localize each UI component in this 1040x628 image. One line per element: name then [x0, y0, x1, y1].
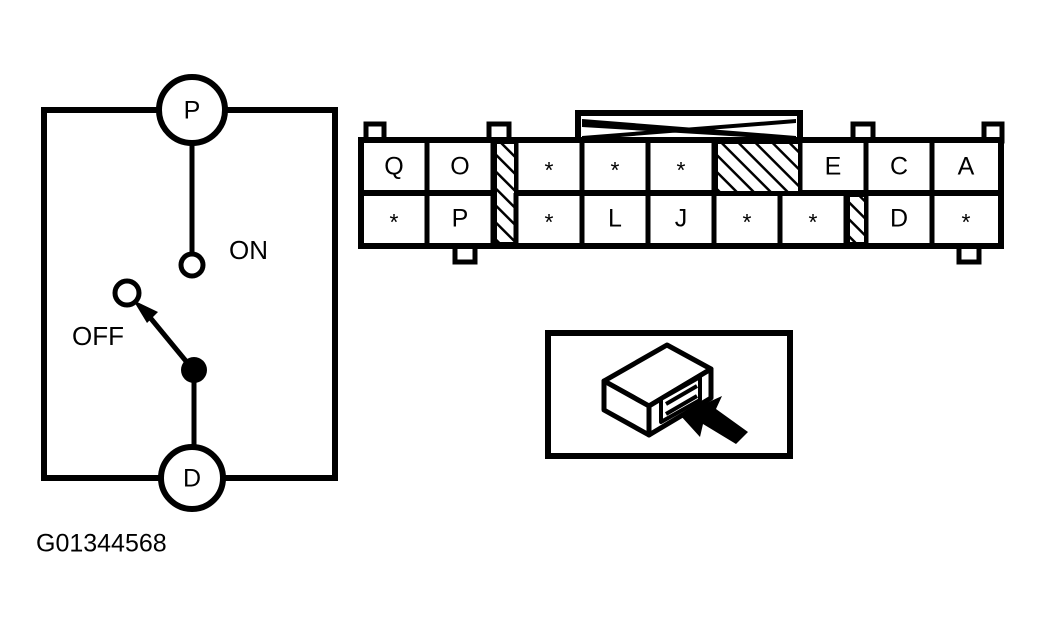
off-state-label: OFF: [72, 321, 124, 351]
pin-cell-bottom-star-3: *: [743, 209, 752, 235]
switch-circuit-frame: [41, 107, 338, 481]
d-node-circle: [158, 444, 226, 512]
switch-pivot: [181, 357, 207, 383]
off-terminal: [112, 278, 142, 308]
switch-blade: [133, 300, 192, 368]
pin-cell-bottom-star-1: *: [390, 209, 399, 235]
connector-icon-panel: [545, 330, 793, 459]
d-node-label: D: [183, 465, 201, 493]
p-node-label: P: [184, 97, 201, 125]
pin-cell-bottom-star-4: *: [809, 209, 818, 235]
pin-cell-a: A: [958, 153, 975, 181]
on-state-label: ON: [229, 235, 268, 265]
p-node-circle: [156, 74, 228, 146]
pin-cell-top-star-1: *: [545, 157, 554, 183]
pin-cell-p: P: [452, 205, 469, 233]
pin-cell-c: C: [890, 153, 908, 181]
pin-cell-j: J: [675, 205, 688, 233]
on-terminal: [178, 251, 206, 279]
pin-cell-top-star-2: *: [611, 157, 620, 183]
blocked-cell-narrow-right: [846, 193, 868, 246]
pin-cell-bottom-star-2: *: [545, 209, 554, 235]
connector-row-bottom: * P * L J * * D *: [390, 193, 971, 246]
pin-cell-o: O: [450, 153, 469, 181]
connector-top-tabs: [363, 121, 1005, 144]
pin-cell-e: E: [825, 153, 842, 181]
connector-3d-body: [601, 342, 714, 438]
connector-pinout: Q O * * * E C A: [358, 110, 1005, 265]
figure-caption: G01344568: [36, 530, 167, 558]
connector-arrow-icon: [680, 396, 748, 444]
pin-cell-q: Q: [384, 153, 403, 181]
pin-cell-d: D: [890, 205, 908, 233]
pin-cell-l: L: [608, 205, 622, 233]
blocked-cell-narrow-left: [493, 140, 518, 246]
switch-schematic: P D ON OFF: [41, 74, 338, 512]
pin-cell-bottom-star-5: *: [962, 209, 971, 235]
blocked-cell-wide: [714, 140, 802, 195]
pin-cell-top-star-3: *: [677, 157, 686, 183]
connector-row-top: Q O * * * E C A: [361, 140, 1001, 246]
